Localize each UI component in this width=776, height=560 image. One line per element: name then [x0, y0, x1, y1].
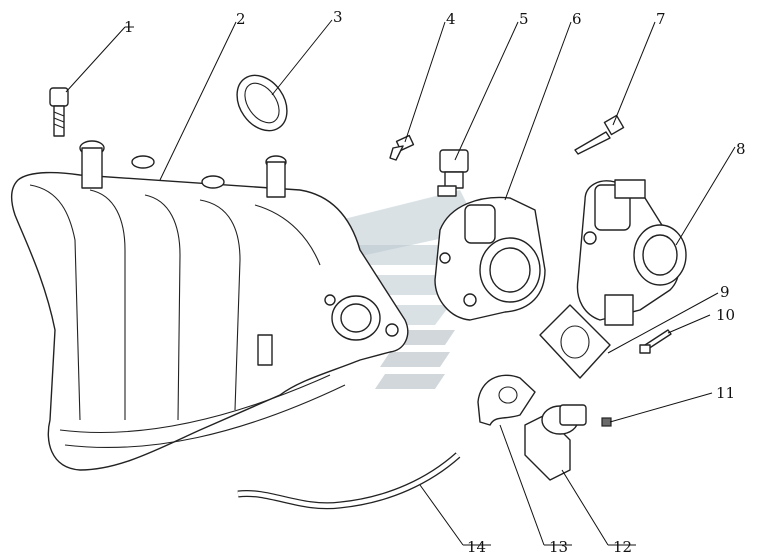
intake-manifold	[10, 140, 409, 471]
callout-7: 7	[656, 10, 666, 28]
screw-part	[389, 134, 415, 161]
callout-5: 5	[519, 10, 529, 28]
callout-1: 1	[124, 18, 134, 36]
leader-lines	[65, 19, 736, 546]
callout-3: 3	[333, 8, 343, 26]
callout-labels: 1 2 3 4 5 6 7 8 9 10 11 12 13 14	[124, 8, 746, 556]
sensor-part	[437, 149, 469, 197]
callout-2: 2	[236, 10, 246, 28]
callout-11: 11	[716, 384, 735, 402]
callout-9: 9	[720, 283, 730, 301]
callout-8: 8	[736, 140, 746, 158]
callout-4: 4	[446, 10, 456, 28]
bolt-part	[49, 87, 69, 137]
gasket-ring-part	[236, 74, 288, 132]
callout-13: 13	[549, 538, 568, 556]
throttle-body-part	[434, 196, 546, 321]
long-screw-part	[574, 114, 625, 155]
gasket-plate-part	[539, 304, 611, 379]
electronic-throttle-part	[576, 179, 687, 326]
callout-6: 6	[572, 10, 582, 28]
callout-12: 12	[613, 538, 632, 556]
sensor-bracket-part	[477, 374, 536, 426]
tiny-screw-part	[601, 417, 612, 427]
small-bolt-part	[639, 329, 672, 354]
callout-14: 14	[467, 538, 486, 556]
vacuum-hose-part	[237, 452, 461, 510]
position-sensor-part	[524, 404, 587, 481]
callout-10: 10	[716, 306, 735, 324]
